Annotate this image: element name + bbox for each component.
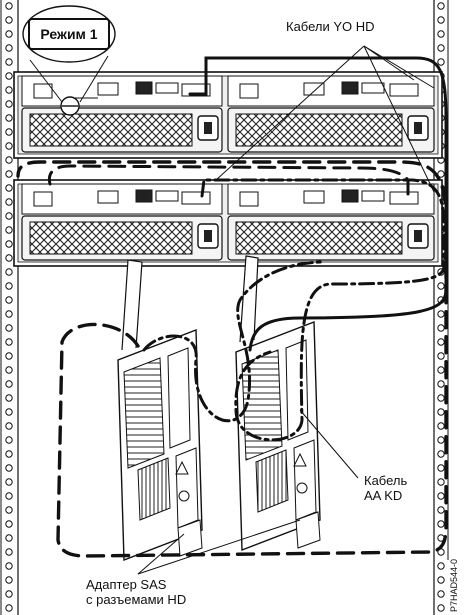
yo-cables-label: Кабели YO HD xyxy=(286,19,375,34)
rack-hole xyxy=(5,170,13,178)
rack-hole xyxy=(5,86,13,94)
rack-hole xyxy=(437,352,445,360)
rack-hole xyxy=(437,422,445,430)
rack-holes-left xyxy=(5,2,13,612)
sas-adapter-card-right xyxy=(235,255,321,552)
rack-hole xyxy=(437,310,445,318)
rack-hole xyxy=(5,450,13,458)
rack-hole xyxy=(437,492,445,500)
rack-hole xyxy=(5,604,13,612)
rack-hole xyxy=(437,478,445,486)
rack-hole xyxy=(437,324,445,332)
rack-hole xyxy=(5,310,13,318)
rack-hole xyxy=(5,2,13,10)
rack-hole xyxy=(5,184,13,192)
rack-hole xyxy=(437,394,445,402)
rack-hole xyxy=(5,226,13,234)
sas-adapter-label-line2: с разъемами HD xyxy=(86,591,187,607)
rack-hole xyxy=(5,100,13,108)
rack-hole xyxy=(437,562,445,570)
rack-hole xyxy=(5,254,13,262)
rack-hole xyxy=(437,44,445,52)
rack-hole xyxy=(5,16,13,24)
sas-adapter-label-line1: Адаптер SAS xyxy=(86,577,167,592)
rack-hole xyxy=(5,282,13,290)
rack-hole xyxy=(437,464,445,472)
rack-hole xyxy=(5,142,13,150)
rack-hole xyxy=(5,212,13,220)
rack-hole xyxy=(5,324,13,332)
rack-hole xyxy=(5,478,13,486)
upper-enclosure xyxy=(13,71,443,159)
rack-hole xyxy=(5,562,13,570)
rack-hole xyxy=(437,450,445,458)
sas-adapter-card-left xyxy=(117,259,203,562)
rack-hole xyxy=(5,198,13,206)
rack-hole xyxy=(5,128,13,136)
rack-hole xyxy=(437,16,445,24)
rack-hole xyxy=(5,548,13,556)
rack-hole xyxy=(5,240,13,248)
rack-hole xyxy=(5,576,13,584)
rack-hole xyxy=(437,604,445,612)
rack-hole xyxy=(5,352,13,360)
rack-hole xyxy=(437,366,445,374)
rack-hole xyxy=(5,366,13,374)
cable-loops xyxy=(16,56,448,558)
rack-hole xyxy=(5,44,13,52)
rack-hole xyxy=(5,380,13,388)
lower-enclosure xyxy=(13,179,443,267)
rack-hole xyxy=(437,282,445,290)
rack-hole xyxy=(5,506,13,514)
rack-hole xyxy=(5,408,13,416)
rack-hole xyxy=(437,408,445,416)
rack-hole xyxy=(437,30,445,38)
rack-hole xyxy=(437,380,445,388)
rack-hole xyxy=(437,576,445,584)
rack-hole xyxy=(437,520,445,528)
rack-hole xyxy=(437,2,445,10)
rack-hole xyxy=(437,506,445,514)
rack-hole xyxy=(5,520,13,528)
rack-hole xyxy=(437,338,445,346)
rack-hole xyxy=(5,394,13,402)
sas-adapter-label: Адаптер SAS с разъемами HD xyxy=(86,577,187,608)
rack-hole xyxy=(437,590,445,598)
aa-cable-label-line2: AA KD xyxy=(364,487,403,503)
rack-hole xyxy=(5,436,13,444)
mode-label-box: Режим 1 xyxy=(28,18,110,50)
mode-label: Режим 1 xyxy=(40,26,98,42)
figure-id: P7HAD544-0 xyxy=(449,558,459,612)
rack-hole xyxy=(5,492,13,500)
rack-hole xyxy=(5,534,13,542)
rack-hole xyxy=(437,436,445,444)
rack-hole xyxy=(5,58,13,66)
rack-hole xyxy=(5,72,13,80)
aa-cable-label: Кабель AA KD xyxy=(364,473,408,504)
rack-hole xyxy=(5,464,13,472)
rack-hole xyxy=(5,30,13,38)
aa-cable-label-line1: Кабель xyxy=(364,473,408,488)
rack-hole xyxy=(5,156,13,164)
rack-hole xyxy=(5,590,13,598)
rack-hole xyxy=(437,58,445,66)
rack-hole xyxy=(5,296,13,304)
rack-hole xyxy=(5,338,13,346)
rack-hole xyxy=(5,422,13,430)
rack-hole xyxy=(5,268,13,276)
rack-hole xyxy=(5,114,13,122)
leader-lines xyxy=(29,45,435,575)
